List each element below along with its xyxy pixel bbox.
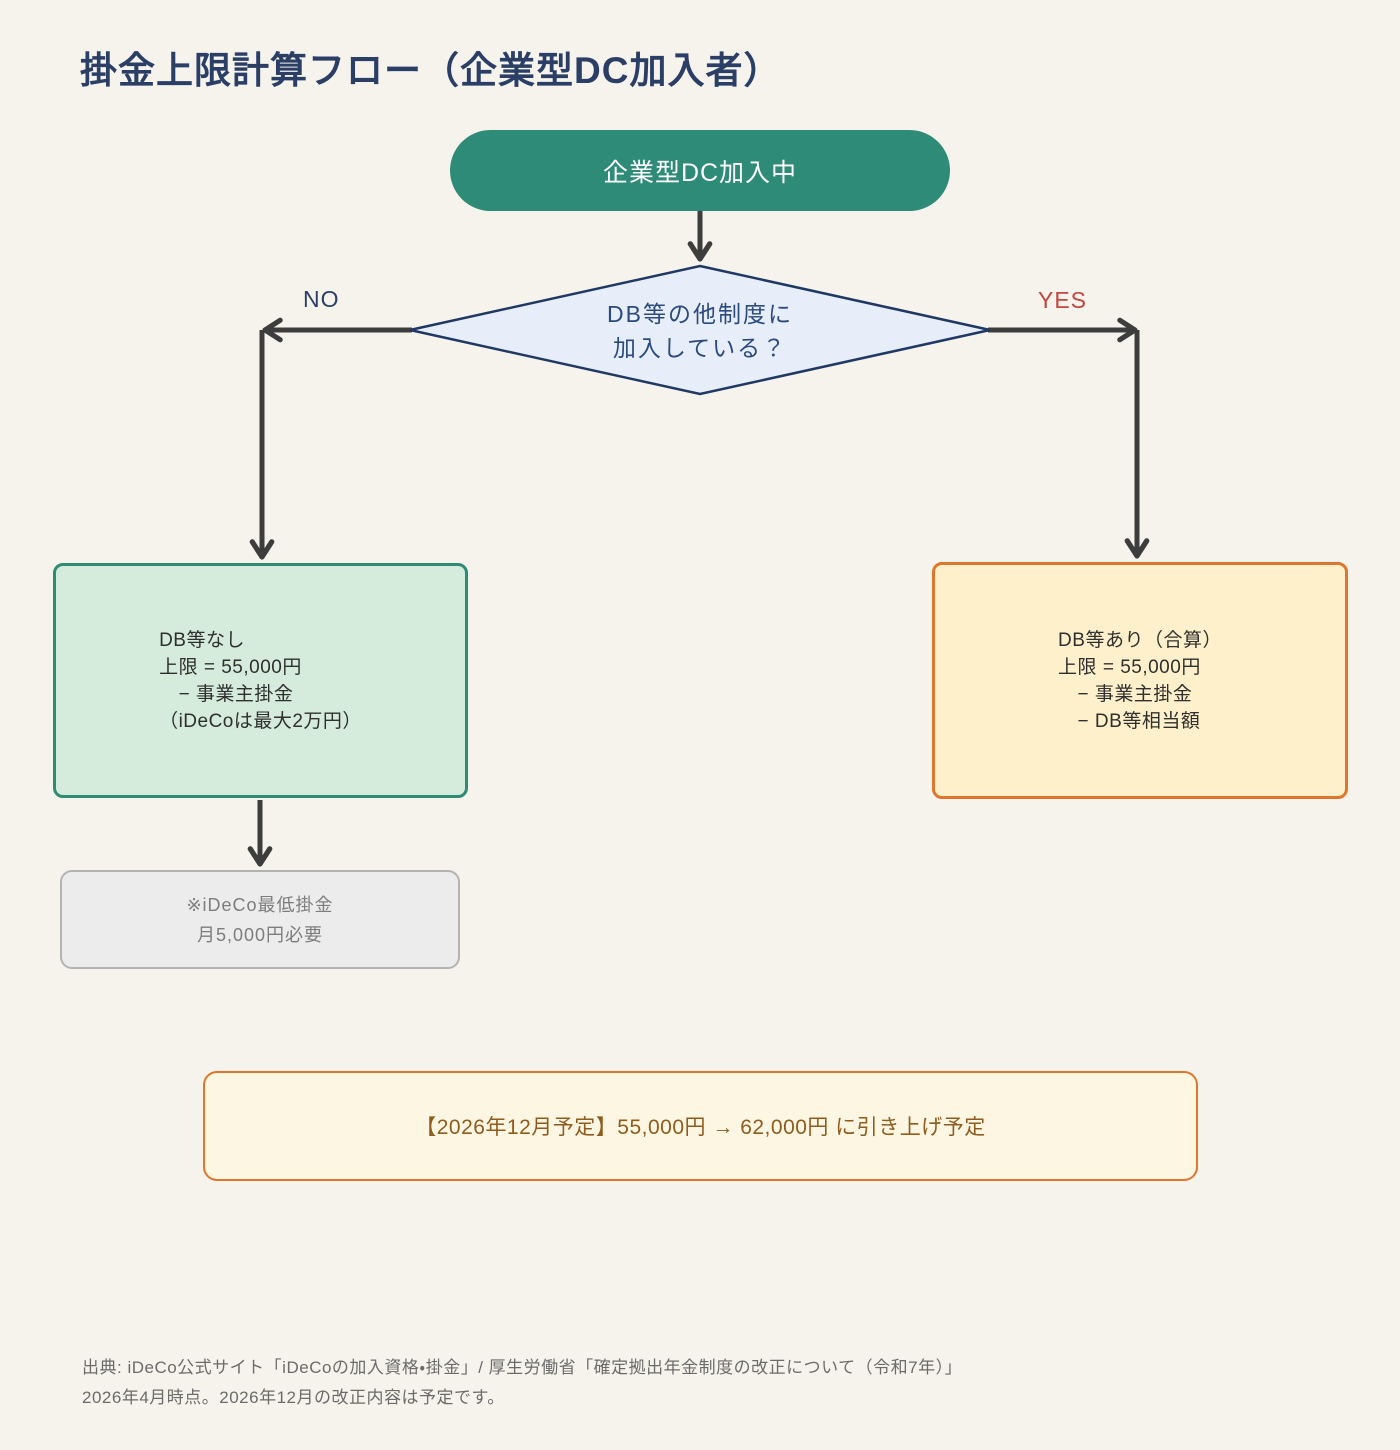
min-note-line: 月5,000円必要 [196,924,324,945]
node-start: 企業型DC加入中 [450,130,950,211]
result-no-line: DB等なし [159,629,245,651]
result-yes-line: − DB等相当額 [1058,710,1201,732]
decision-diamond [409,264,991,396]
page-title: 掛金上限計算フロー（企業型DC加入者） [80,50,782,91]
footer-source-line: 出典: iDeCo公式サイト「iDeCoの加入資格・掛金」/ 厚生労働省「確定拠… [82,1358,963,1377]
node-min-contribution-note: ※iDeCo最低掛金 月5,000円必要 [60,870,460,969]
decision-line: DB等の他制度に [607,301,793,327]
node-start-label: 企業型DC加入中 [602,158,798,187]
edge-label-no: NO [303,286,340,312]
source-footer: 出典: iDeCo公式サイト「iDeCoの加入資格・掛金」/ 厚生労働省「確定拠… [82,1353,962,1413]
result-yes-line: − 事業主掛金 [1058,683,1193,705]
edge-label-yes: YES [1038,287,1088,313]
node-result-no: DB等なし 上限 = 55,000円 − 事業主掛金 （iDeCoは最大2万円） [53,563,468,798]
result-yes-line: DB等あり（合算） [1058,629,1222,651]
result-yes-line: 上限 = 55,000円 [1058,656,1201,678]
result-no-line: （iDeCoは最大2万円） [159,710,362,732]
min-note-line: ※iDeCo最低掛金 [186,894,334,915]
decision-line: 加入している？ [612,335,788,361]
result-no-line: 上限 = 55,000円 [159,656,302,678]
result-yes-text: DB等あり（合算） 上限 = 55,000円 − 事業主掛金 − DB等相当額 [1058,627,1222,735]
footer-date-line: 2026年4月時点。2026年12月の改正内容は予定です。 [82,1388,505,1407]
node-result-yes: DB等あり（合算） 上限 = 55,000円 − 事業主掛金 − DB等相当額 [932,562,1348,799]
result-no-text: DB等なし 上限 = 55,000円 − 事業主掛金 （iDeCoは最大2万円） [159,627,362,735]
decision-label: DB等の他制度に 加入している？ [540,294,860,368]
node-future-change-note: 【2026年12月予定】55,000円 → 62,000円 に引き上げ予定 [203,1071,1198,1181]
result-no-line: − 事業主掛金 [159,683,294,705]
future-note-label: 【2026年12月予定】55,000円 → 62,000円 に引き上げ予定 [415,1116,986,1139]
